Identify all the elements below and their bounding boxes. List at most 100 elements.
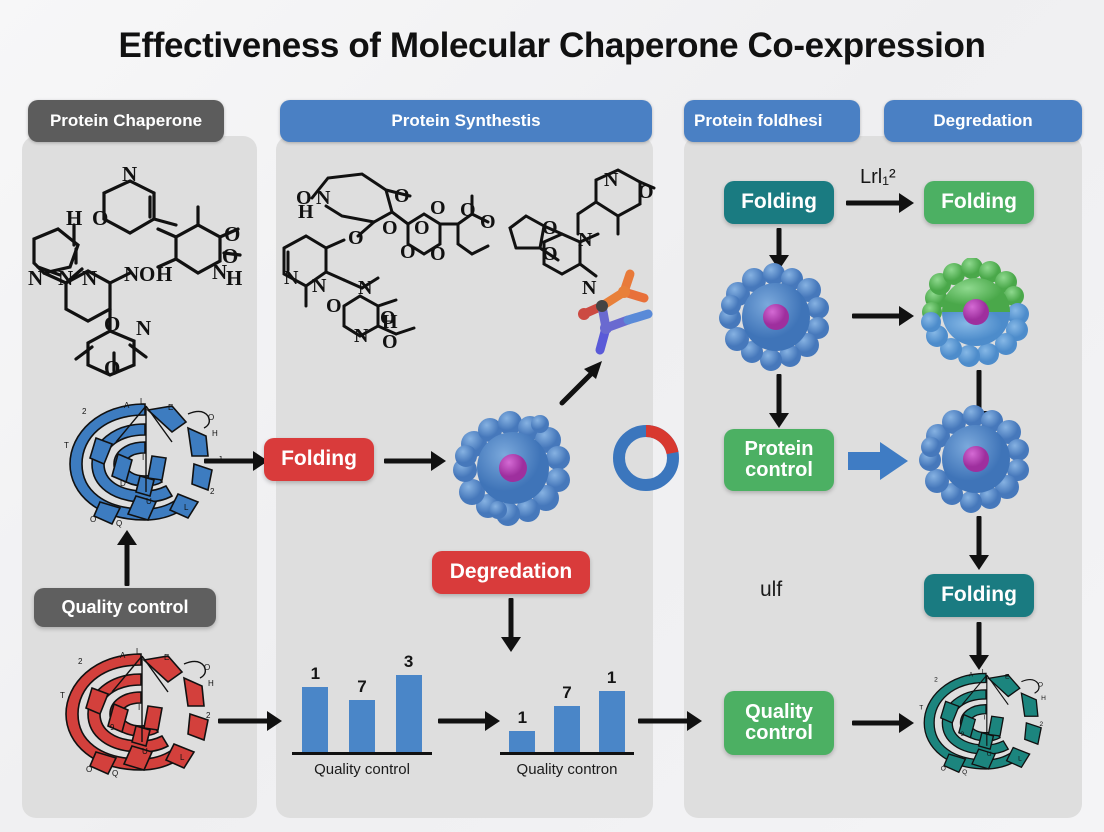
svg-text:O: O [430,243,446,265]
svg-text:T: T [60,691,65,700]
header-badge-protein-folding[interactable]: Protein foldhesi [684,100,860,142]
svg-text:O: O [382,331,398,353]
bar-group: 1 [592,668,632,752]
svg-text:O: O [941,766,946,773]
bar-value-label: 1 [606,668,617,687]
arrow-middle-to-right-panel [638,710,702,732]
svg-text:O: O [542,217,558,239]
arrow-red-protein-to-chart [218,710,282,732]
bar-chart-left: 1 7 3 Quality control [292,648,432,778]
pill-line-2: control [745,722,813,744]
ribbon-protein-blue: 2AL EOH TIJ DUL OQ2 [60,397,230,528]
svg-text:A: A [124,401,130,410]
protein-blob-green-blue [918,257,1038,370]
bar-value-label: 7 [357,677,367,696]
atom-label-N: N [136,316,151,340]
donut-chart [608,420,684,496]
header-badge-protein-chaperone[interactable]: Protein Chaperone [28,100,224,142]
protein-blob-blue-right [718,262,838,374]
svg-text:U: U [987,751,992,758]
atom-label-H: H [66,206,82,230]
atom-label-N: N [82,266,97,290]
svg-text:2: 2 [210,487,215,496]
svg-text:H: H [208,679,214,688]
protein-blob-blue-middle [452,410,578,530]
bar [348,700,375,752]
block-arrow-blue [848,440,910,482]
svg-text:H: H [382,311,398,333]
svg-text:A: A [969,672,974,679]
svg-text:H: H [1041,695,1046,702]
arrow-diagonal-to-structure [558,355,610,407]
header-badge-degradation[interactable]: Degredation [884,100,1082,142]
svg-text:A: A [120,651,126,660]
bar-group: 3 [388,652,430,752]
header-badge-protein-synthesis[interactable]: Protein Synthestis [280,100,652,142]
bar-group: 7 [547,668,587,752]
pill-line-1: Protein [744,438,814,460]
bar-value-label: 1 [310,664,321,683]
svg-text:L: L [982,668,986,675]
bar-chart-right-axis [500,752,634,755]
svg-text:O: O [542,243,558,265]
bar-chart-left-axis [292,752,432,755]
pill-folding-teal-bottom[interactable]: Folding [924,574,1034,617]
bar [395,675,422,752]
svg-text:N: N [578,229,593,251]
svg-text:O: O [382,217,398,239]
pill-line-1: Quality [745,701,813,723]
svg-text:I: I [142,453,144,462]
pill-degradation-red[interactable]: Degredation [432,551,590,594]
pill-folding-green[interactable]: Folding [924,181,1034,224]
chemical-structure-chaperone: N O H N N N N O H O N O O O N H [26,162,254,380]
svg-text:H: H [298,201,314,223]
svg-text:E: E [164,653,169,662]
svg-text:E: E [168,403,173,412]
svg-text:2: 2 [934,677,938,684]
svg-text:O: O [460,199,476,221]
svg-text:H: H [212,429,218,438]
arrow-blob-to-chaperone-bound-blob [852,305,914,327]
atom-label-O: O [104,356,120,378]
pill-protein-control-green[interactable]: Protein control [724,429,834,491]
pill-folding-red[interactable]: Folding [264,438,374,481]
svg-text:U: U [146,497,152,506]
atom-label-H: H [226,266,242,290]
svg-text:Q: Q [962,769,967,776]
svg-text:O: O [90,515,96,524]
atom-label-O: O [222,244,238,268]
svg-text:U: U [142,747,148,756]
svg-text:Q: Q [116,519,122,528]
atom-label-N: N [58,266,73,290]
pill-quality-control-green[interactable]: Quality control [724,691,834,755]
pill-quality-control-gray[interactable]: Quality control [34,588,216,627]
svg-text:O: O [638,181,654,203]
svg-text:9: 9 [110,723,115,732]
arrow-up-quality-control-to-chaperone [114,530,140,586]
svg-text:O: O [1038,682,1043,689]
svg-text:I: I [138,703,140,712]
bar-value-label: 1 [517,708,528,727]
atom-label-N: N [122,163,137,186]
svg-text:O: O [480,211,496,233]
svg-text:2: 2 [78,657,83,666]
svg-text:I: I [984,715,986,722]
svg-text:N: N [312,275,327,297]
atom-label-O: O [224,222,240,246]
svg-text:Q: Q [112,769,118,778]
svg-text:N: N [284,267,299,289]
arrow-label-garbled: Lrl₁² [860,166,896,188]
pill-folding-teal-top[interactable]: Folding [724,181,834,224]
svg-text:N: N [582,277,597,299]
svg-text:O: O [414,217,430,239]
donut-segment-red [613,425,679,491]
atom-label-O: O [92,206,108,230]
arrow-degradation-down [498,598,524,652]
atom-label-H: H [156,262,172,286]
svg-text:2: 2 [1040,721,1044,728]
svg-text:N: N [354,325,369,347]
